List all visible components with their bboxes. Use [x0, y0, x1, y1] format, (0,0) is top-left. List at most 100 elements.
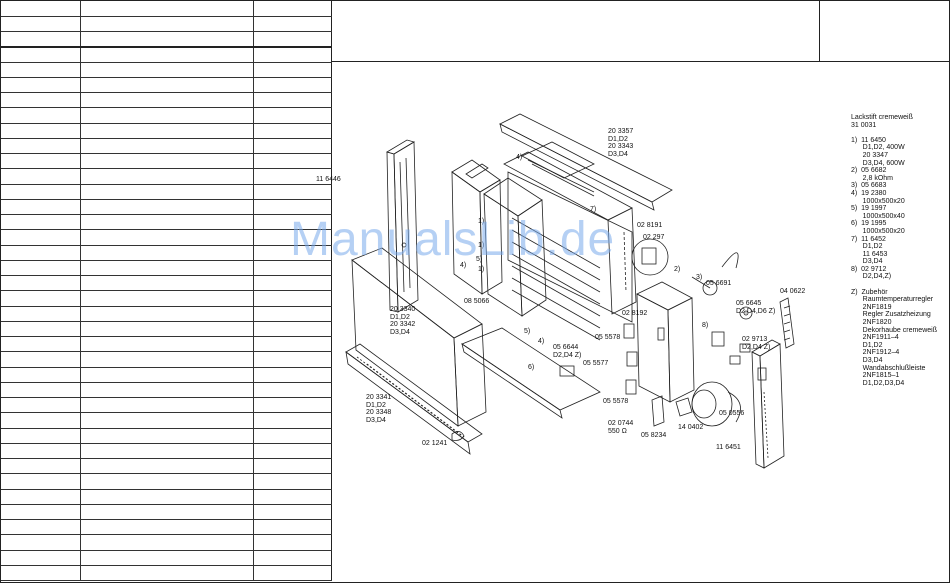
legend-line: 2NF1815–1 — [851, 372, 900, 380]
table-cell — [80, 107, 254, 124]
table-row — [1, 46, 332, 63]
legend-line: D1,D2 — [851, 243, 883, 251]
table-cell — [80, 214, 254, 231]
table-row — [1, 138, 332, 155]
heater-core — [451, 151, 637, 341]
part-label: 04 0622 — [780, 288, 806, 295]
table-cell — [253, 229, 332, 246]
table-cell — [1, 397, 81, 414]
table-cell — [253, 16, 332, 33]
table-row — [1, 382, 332, 399]
table-cell — [1, 229, 81, 246]
table-cell — [80, 351, 254, 368]
table-cell — [1, 428, 81, 444]
callout-label: 4) — [460, 262, 467, 269]
table-cell — [1, 458, 81, 475]
table-row — [1, 336, 332, 353]
legend-line: 5) 19 1997 — [851, 205, 887, 213]
corner-block — [820, 1, 949, 62]
part-label: 02 1241 — [422, 440, 448, 447]
table-row — [1, 62, 332, 78]
table-row — [1, 199, 332, 216]
legend-line: 2NF1819 — [851, 303, 892, 311]
callout-label: 5) — [524, 328, 531, 335]
callout-label: 4) — [538, 338, 545, 345]
table-cell — [253, 214, 332, 231]
table-cell — [80, 443, 254, 460]
legend-line: 2,8 kOhm — [851, 174, 894, 182]
table-row — [1, 306, 332, 322]
table-cell — [80, 77, 254, 94]
table-cell — [253, 458, 332, 475]
table-row — [1, 275, 332, 292]
table-row — [1, 214, 332, 231]
legend-line: Dekorhaube cremeweiß — [851, 326, 937, 334]
table-cell — [80, 46, 254, 63]
callout-label: 3) — [696, 274, 703, 281]
legend-line: 31 0031 — [851, 121, 877, 129]
table-cell — [80, 62, 254, 78]
table-cell — [80, 1, 254, 17]
legend-line: 11 6453 — [851, 250, 888, 258]
legend-line: 1) 11 6450 — [851, 136, 886, 144]
table-cell — [80, 428, 254, 444]
callout-label: 6) — [528, 364, 535, 371]
legend-line: D2,D4,Z) — [851, 273, 892, 281]
table-cell — [1, 290, 81, 307]
table-cell — [80, 199, 254, 216]
exploded-view-svg — [345, 113, 795, 469]
table-cell — [1, 31, 81, 48]
part-label: 11 6446 — [316, 176, 341, 183]
legend-line: 2NF1911–4 — [851, 334, 899, 342]
legend-line: D3,D4, 600W — [851, 159, 905, 167]
table-row — [1, 504, 332, 521]
table-row — [1, 92, 332, 109]
table-row — [1, 550, 332, 566]
legend-line: 4) 19 2380 — [851, 189, 887, 197]
part-label: 02 8191 — [637, 222, 663, 229]
table-cell — [1, 16, 81, 33]
table-cell — [253, 336, 332, 353]
table-row — [1, 107, 332, 124]
table-cell — [80, 275, 254, 292]
table-row — [1, 565, 332, 582]
table-cell — [253, 46, 332, 63]
table-cell — [1, 260, 81, 277]
table-row — [1, 351, 332, 368]
legend-line: 1000x500x40 — [851, 212, 905, 220]
table-cell — [80, 412, 254, 429]
table-row — [1, 412, 332, 429]
table-cell — [80, 397, 254, 414]
table-cell — [80, 458, 254, 475]
table-cell — [253, 260, 332, 277]
table-cell — [253, 321, 332, 338]
table-cell — [80, 504, 254, 521]
table-cell — [1, 1, 81, 17]
table-row — [1, 290, 332, 307]
watermark: ManualsLib.de — [290, 213, 616, 266]
table-cell — [80, 519, 254, 536]
part-label: 05 0556 — [719, 410, 745, 417]
table-cell — [253, 184, 332, 200]
table-cell — [1, 351, 81, 368]
callout-label: 8) — [702, 322, 709, 329]
table-cell — [1, 473, 81, 490]
legend-line: 2NF1912–4 — [851, 349, 900, 357]
table-cell — [1, 153, 81, 170]
switches — [559, 306, 753, 427]
legend-line: Wandabschlußleiste — [851, 364, 926, 372]
table-cell — [253, 290, 332, 307]
table-cell — [1, 534, 81, 551]
table-cell — [80, 16, 254, 33]
table-row — [1, 321, 332, 338]
table-row — [1, 458, 332, 475]
legend-line: 6) 19 1995 — [851, 220, 887, 228]
table-cell — [253, 351, 332, 368]
table-cell — [80, 550, 254, 566]
table-cell — [1, 367, 81, 383]
